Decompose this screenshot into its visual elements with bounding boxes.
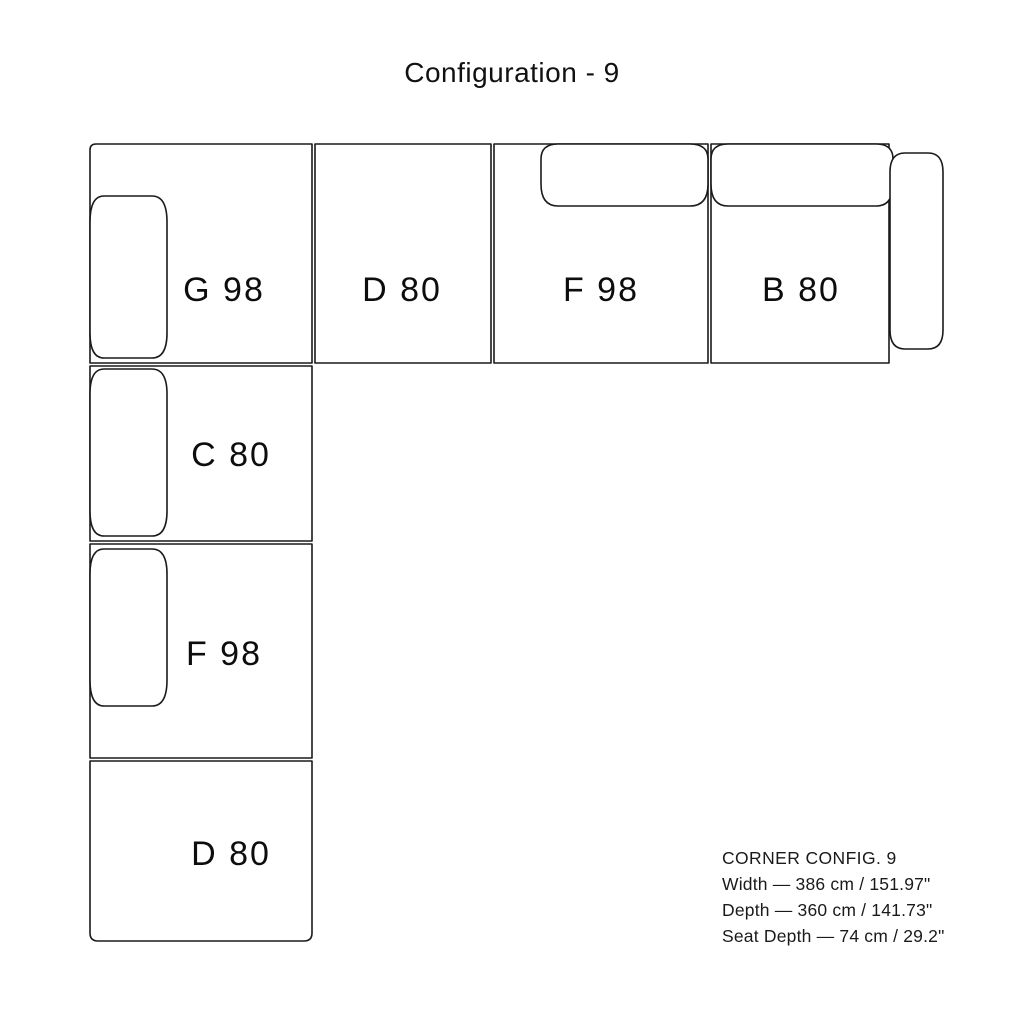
backrest-cushion-b80-top: [710, 143, 894, 207]
module-label-d80-top: D 80: [362, 271, 442, 309]
page-title: Configuration - 9: [404, 57, 620, 88]
specs-heading: CORNER CONFIG. 9: [722, 848, 897, 868]
module-label-f98-left: F 98: [186, 635, 262, 673]
specs-width: Width — 386 cm / 151.97": [722, 874, 931, 894]
module-body-d80-left: [89, 760, 313, 942]
module-label-c80-left: C 80: [191, 436, 271, 474]
module-label-g98: G 98: [183, 271, 265, 309]
module-body-d80-top: [314, 143, 492, 364]
module-label-b80-top: B 80: [762, 271, 840, 309]
armrest-right: [889, 152, 944, 350]
backrest-cushion-f98-top: [540, 143, 709, 207]
backrest-cushion-g98: [89, 195, 168, 359]
specs-seat-depth: Seat Depth — 74 cm / 29.2": [722, 926, 945, 946]
specs-block: CORNER CONFIG. 9 Width — 386 cm / 151.97…: [722, 845, 945, 949]
module-label-d80-left: D 80: [191, 835, 271, 873]
module-label-f98-top: F 98: [563, 271, 639, 309]
specs-depth: Depth — 360 cm / 141.73": [722, 900, 933, 920]
backrest-cushion-f98-left: [89, 548, 168, 707]
backrest-cushion-c80: [89, 368, 168, 537]
